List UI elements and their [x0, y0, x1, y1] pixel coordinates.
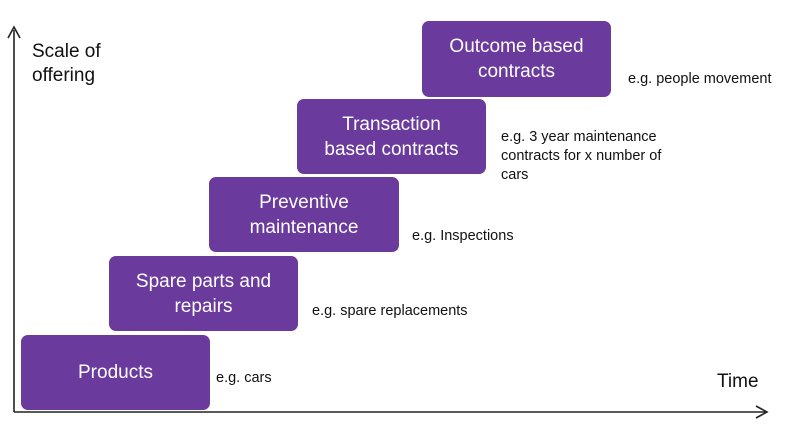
step-products: Products [21, 335, 210, 410]
step-outcome-based-contracts-example: e.g. people movement [628, 71, 772, 87]
step-products-example: e.g. cars [216, 370, 272, 386]
x-axis-label: Time [717, 371, 759, 392]
y-axis-label: Scale of offering [32, 41, 101, 86]
step-preventive-maintenance-example: e.g. Inspections [412, 228, 514, 244]
x-axis-arrowhead [755, 405, 769, 419]
step-spare-parts-and-repairs: Spare parts and repairs [109, 256, 298, 331]
step-preventive-maintenance: Preventive maintenance [209, 177, 399, 252]
y-axis-arrowhead [7, 25, 21, 39]
step-spare-parts-example: e.g. spare replacements [312, 303, 468, 319]
step-outcome-based-contracts: Outcome based contracts [422, 21, 611, 97]
step-transaction-based-contracts-example: e.g. 3 year maintenance contracts for x … [501, 129, 662, 183]
step-transaction-based-contracts: Transaction based contracts [297, 99, 486, 174]
